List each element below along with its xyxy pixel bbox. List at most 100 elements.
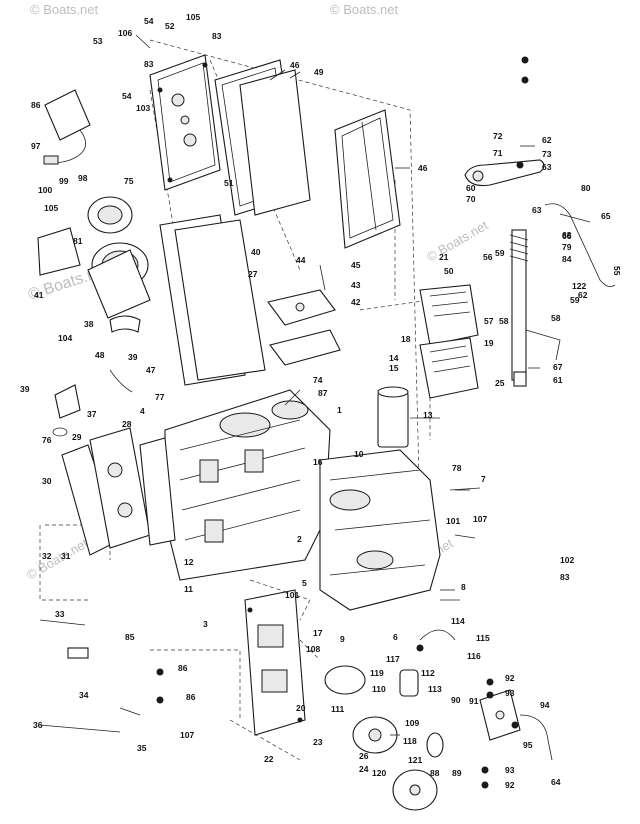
callout-19: 19: [484, 338, 494, 348]
watermark-mid-right: © Boats.net: [424, 217, 491, 264]
callout-18: 18: [401, 334, 411, 344]
callout-86c: 86: [186, 692, 196, 702]
callout-10: 10: [354, 449, 364, 459]
watermark-top-right: © Boats.net: [330, 2, 399, 17]
mount-plate: [267, 289, 341, 366]
callout-107b: 107: [180, 730, 194, 740]
callout-90: 90: [451, 695, 461, 705]
callout-43: 43: [351, 280, 361, 290]
callout-94: 94: [540, 700, 550, 710]
hardware: [39, 56, 529, 789]
callout-86b: 86: [178, 663, 188, 673]
callout-49: 49: [314, 67, 324, 77]
callout-40: 40: [251, 247, 261, 257]
callout-103: 103: [136, 103, 150, 113]
callout-105a: 105: [186, 12, 200, 22]
callout-59b: 59: [570, 295, 580, 305]
callout-39a: 39: [128, 352, 138, 362]
callout-91: 91: [469, 696, 479, 706]
callout-39b: 39: [20, 384, 30, 394]
callout-2: 2: [297, 534, 302, 544]
callout-34: 34: [79, 690, 89, 700]
callout-92b: 92: [505, 780, 515, 790]
callout-99: 99: [59, 176, 69, 186]
callout-41: 41: [34, 290, 44, 300]
callout-73: 73: [542, 149, 552, 159]
callout-54a: 54: [144, 16, 154, 26]
callout-60: 60: [466, 183, 476, 193]
callout-11: 11: [184, 584, 193, 594]
callout-75: 75: [124, 176, 134, 186]
callout-102: 102: [560, 555, 574, 565]
callout-93b: 93: [505, 765, 515, 775]
callout-50: 50: [444, 266, 454, 276]
callout-71: 71: [493, 148, 503, 158]
callout-22: 22: [264, 754, 274, 764]
callout-30: 30: [42, 476, 52, 486]
callout-85: 85: [125, 632, 135, 642]
callout-23: 23: [313, 737, 323, 747]
callout-88: 88: [430, 768, 440, 778]
callout-6: 6: [393, 632, 398, 642]
reed-gaskets: [159, 214, 266, 386]
callout-64: 64: [551, 777, 561, 787]
callout-14: 14: [389, 353, 399, 363]
callout-95: 95: [523, 740, 533, 750]
callout-120: 120: [372, 768, 386, 778]
callout-74: 74: [313, 375, 323, 385]
callout-107a: 107: [473, 514, 487, 524]
crankcase-half: [319, 449, 441, 611]
callout-54b: 54: [122, 91, 132, 101]
callout-104: 104: [58, 333, 72, 343]
callout-8: 8: [461, 582, 466, 592]
callout-101a: 101: [285, 590, 299, 600]
callout-17: 17: [313, 628, 323, 638]
callout-62a: 62: [542, 135, 552, 145]
callout-53: 53: [93, 36, 103, 46]
callout-16: 16: [313, 457, 323, 467]
mount-bracket: [479, 689, 553, 761]
cylinder-canister: [377, 386, 409, 448]
callout-70: 70: [466, 194, 476, 204]
callout-65: 65: [601, 211, 611, 221]
callout-1: 1: [337, 405, 342, 415]
callout-4: 4: [140, 406, 145, 416]
callout-101b: 101: [446, 516, 460, 526]
callout-86a: 86: [31, 100, 41, 110]
fuel-pump-parts: [324, 629, 456, 811]
callout-66: 66: [562, 231, 572, 241]
callout-97: 97: [31, 141, 41, 151]
callout-78: 78: [452, 463, 462, 473]
callout-37: 37: [87, 409, 97, 419]
intake-bypass-parts: [37, 196, 151, 319]
callout-80: 80: [581, 183, 591, 193]
engine-block: [164, 389, 331, 581]
callout-83a: 83: [212, 31, 222, 41]
bypass-cover: [244, 589, 306, 736]
callout-117: 117: [386, 654, 400, 664]
callout-59a: 59: [495, 248, 505, 258]
callout-46a: 46: [290, 60, 300, 70]
callout-92a: 92: [505, 673, 515, 683]
callout-122: 122: [572, 281, 586, 291]
callout-79: 79: [562, 242, 572, 252]
callout-42: 42: [351, 297, 361, 307]
callout-27: 27: [248, 269, 258, 279]
callout-106: 106: [118, 28, 132, 38]
callout-119: 119: [370, 668, 384, 678]
callout-87: 87: [318, 388, 328, 398]
hose-fittings: [52, 315, 141, 437]
callout-31: 31: [61, 551, 71, 561]
callout-20: 20: [296, 703, 306, 713]
callout-28: 28: [122, 419, 132, 429]
callout-116: 116: [467, 651, 481, 661]
callout-68: 68: [562, 230, 572, 240]
callout-100: 100: [38, 185, 52, 195]
callout-114: 114: [451, 616, 465, 626]
callout-35: 35: [137, 743, 147, 753]
callout-46b: 46: [418, 163, 428, 173]
callout-labels: 1 2 3 4 5 6 7 8 9 10 11 12 13 14 15 16 1…: [20, 12, 622, 790]
callout-21: 21: [439, 252, 449, 262]
callout-55: 55: [612, 266, 622, 276]
